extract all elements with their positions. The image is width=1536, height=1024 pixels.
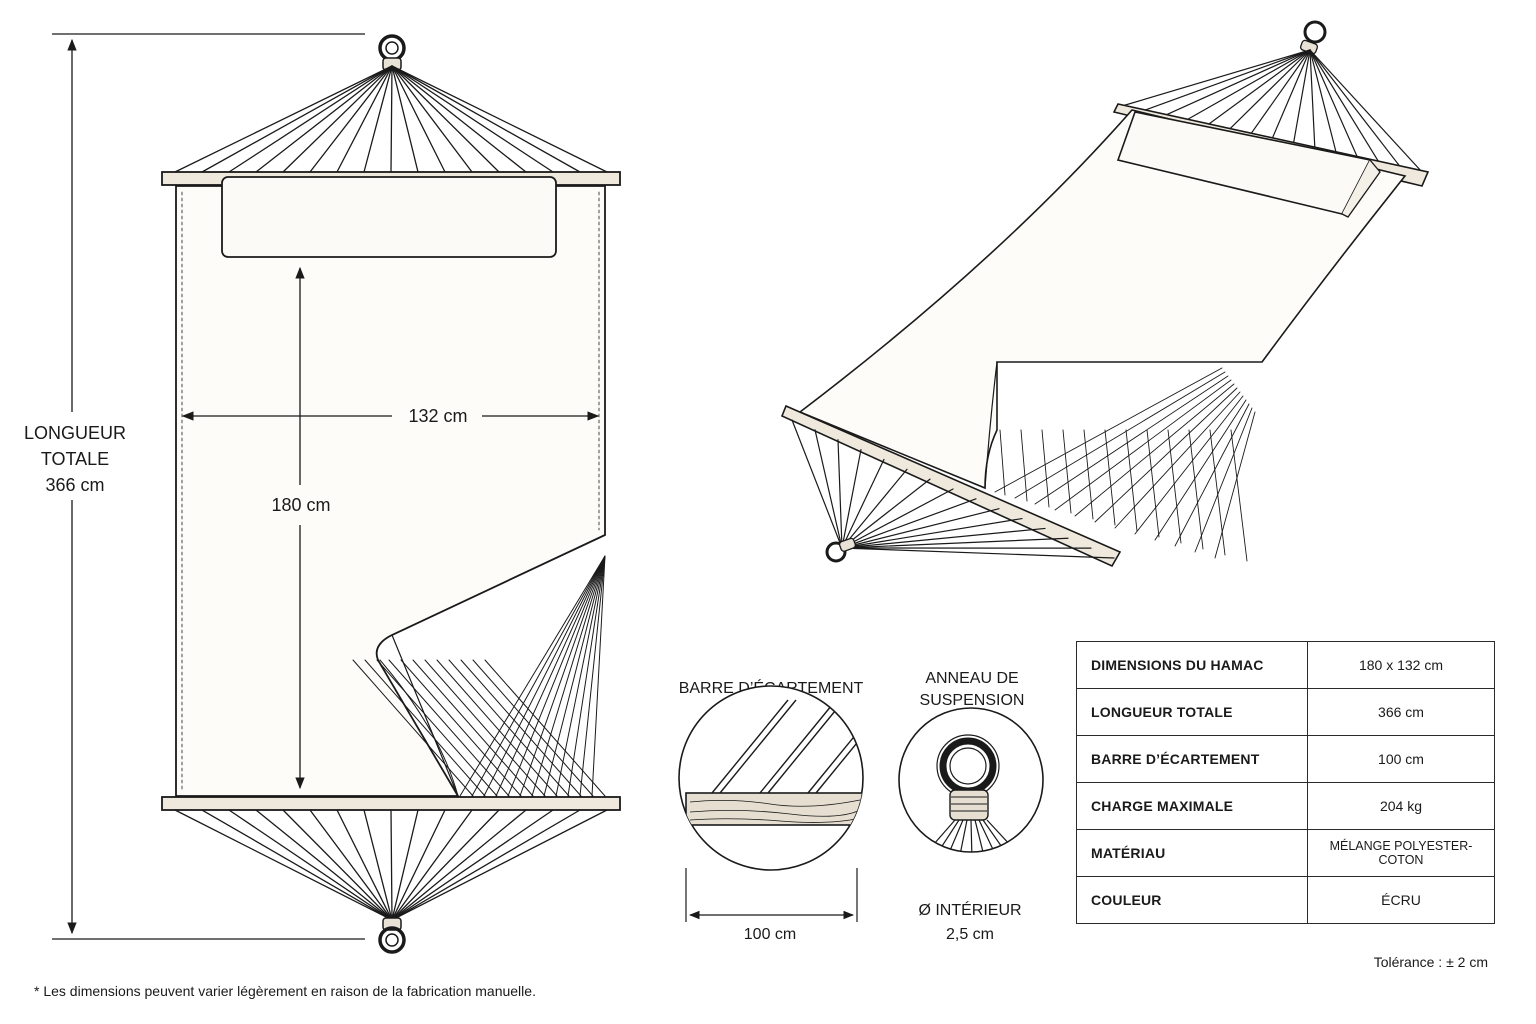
bed-length-label: 180 cm [271,495,330,515]
ring-title-1: ANNEAU DE [925,670,1018,687]
spec-value: 180 x 132 cm [1307,641,1495,689]
spec-label: BARRE D’ÉCARTEMENT [1076,735,1308,783]
spec-label: LONGUEUR TOTALE [1076,688,1308,736]
spec-label: DIMENSIONS DU HAMAC [1076,641,1308,689]
spec-value: MÉLANGE POLYESTER-COTON [1307,829,1495,877]
bottom-ring-icon [378,917,406,954]
hammock-bed [175,185,606,797]
spec-value: 204 kg [1307,782,1495,830]
bottom-spreader-bar [161,796,621,811]
spec-label: CHARGE MAXIMALE [1076,782,1308,830]
total-length-label-1: LONGUEUR [24,423,126,443]
ring-measure-2: 2,5 cm [946,926,994,943]
spec-label: MATÉRIAU [1076,829,1308,877]
perspective-top-ring-icon [1299,20,1327,55]
ring-measure-1: Ø INTÉRIEUR [918,900,1021,919]
ring-title-2: SUSPENSION [920,692,1025,709]
spec-label: COULEUR [1076,876,1308,924]
spreader-bar-measure: 100 cm [744,926,796,943]
hammock-front-view [161,34,621,954]
footnote: * Les dimensions peuvent varier légèreme… [34,983,536,999]
tolerance-note: Tolérance : ± 2 cm [1374,954,1488,970]
top-ring-icon [378,34,406,71]
spec-value: 366 cm [1307,688,1495,736]
spec-value: ÉCRU [1307,876,1495,924]
pillow [221,176,557,258]
dimension-lines [52,33,600,940]
total-length-label-2: TOTALE [41,449,109,469]
spreader-bar-detail [678,685,864,871]
perspective-bottom-ring-icon [825,537,857,563]
width-label: 132 cm [408,406,467,426]
total-length-value: 366 cm [45,475,104,495]
hammock-perspective-view [780,20,1430,568]
ring-detail [898,707,1044,853]
spec-value: 100 cm [1307,735,1495,783]
